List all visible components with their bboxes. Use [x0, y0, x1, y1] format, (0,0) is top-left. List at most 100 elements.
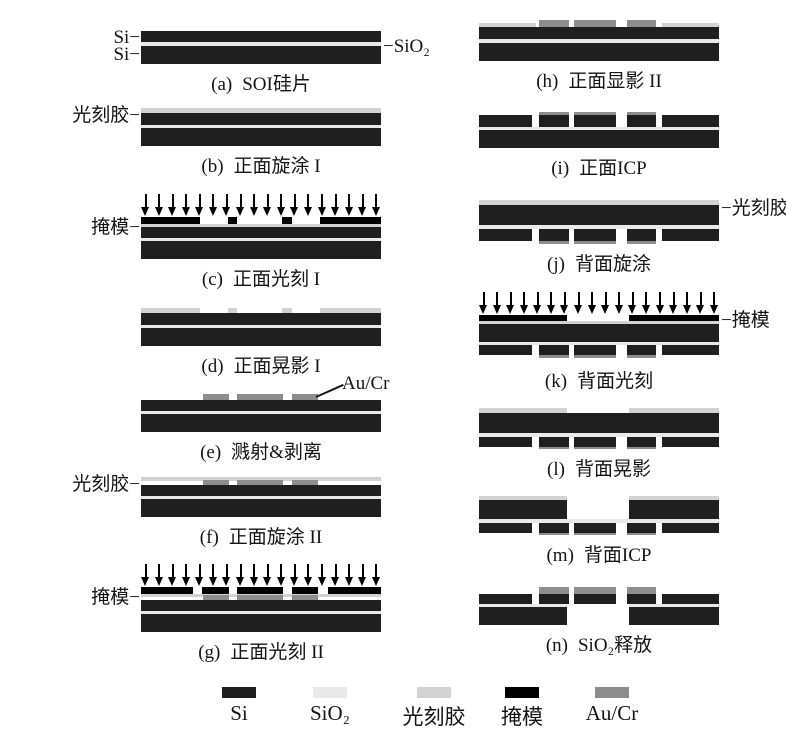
- layer-si: [574, 229, 616, 241]
- arrow-down-icon: [371, 564, 381, 586]
- arrow-down-icon: [492, 292, 502, 314]
- arrow-down-icon: [669, 292, 678, 314]
- layer-sio2: [141, 125, 381, 128]
- layer-si: [574, 115, 616, 127]
- arrow-down-icon: [601, 292, 610, 314]
- step-tag: (d): [201, 356, 224, 377]
- layer-sio2: [629, 604, 719, 607]
- layer-row: [141, 313, 381, 325]
- layer-si: [479, 413, 719, 433]
- layer-aucr: [203, 394, 229, 400]
- legend-item-resist: 光刻胶: [397, 687, 471, 731]
- layer-row: [479, 345, 719, 355]
- legend-item-sio2: SiO₂: [293, 687, 367, 726]
- arrow-down-icon: [519, 292, 529, 314]
- arrow-down-icon: [546, 292, 556, 314]
- arrow-down-icon: [168, 194, 177, 216]
- step-caption: (c)正面光刻 I: [141, 264, 381, 291]
- legend-swatch-mask: [505, 687, 539, 698]
- arrow-down-icon: [371, 194, 381, 216]
- layer-si: [539, 594, 569, 604]
- arrow-down-icon: [709, 292, 719, 314]
- layer-row: [479, 500, 719, 519]
- arrow-down-icon: [358, 564, 367, 586]
- layer-resist: [141, 308, 200, 313]
- step-label: 正面显影 II: [568, 71, 662, 92]
- layer-aucr: [574, 587, 616, 594]
- layer-si: [574, 523, 616, 533]
- step-caption: (n)SiO₂释放: [479, 630, 719, 657]
- layer-si: [627, 594, 656, 604]
- layer-row: [479, 604, 719, 607]
- layer-si: [479, 43, 719, 61]
- layer-si: [479, 607, 567, 625]
- step-n: (n)SiO₂释放: [479, 587, 719, 657]
- layer-row: [479, 241, 719, 244]
- layer-mask: [328, 587, 381, 594]
- uv-exposure-arrows: [141, 564, 381, 586]
- legend-label: SiO₂: [309, 701, 350, 725]
- layer-row: [479, 413, 719, 433]
- layer-row: [479, 112, 719, 115]
- step-label: 背面ICP: [583, 545, 652, 566]
- layer-si: [629, 500, 719, 519]
- layer-si: [141, 485, 381, 496]
- layer-resist: [479, 23, 536, 27]
- layer-aucr: [203, 595, 229, 600]
- arrow-down-icon: [317, 194, 327, 216]
- layer-aucr: [539, 587, 569, 594]
- layer-row: [479, 43, 719, 61]
- legend-label: Si: [230, 701, 248, 725]
- legend-swatch-sio2: [313, 687, 347, 698]
- layer-si: [539, 115, 569, 127]
- layer-label-resist-f: 光刻胶−: [72, 474, 140, 495]
- step-tag: (a): [211, 74, 233, 95]
- layer-sio2: [141, 325, 381, 328]
- layer-si: [479, 324, 719, 342]
- arrow-down-icon: [331, 564, 340, 586]
- layer-row: [479, 39, 719, 43]
- arrow-down-icon: [682, 292, 692, 314]
- layer-aucr: [574, 241, 616, 244]
- layer-si: [539, 229, 569, 241]
- layer-row: [141, 224, 381, 227]
- layer-label-aucr-e: Au/Cr: [342, 373, 390, 394]
- layer-row: [479, 408, 719, 413]
- layer-aucr: [539, 112, 569, 115]
- step-tag: (f): [199, 527, 219, 548]
- layer-si: [141, 414, 381, 432]
- layer-si: [479, 229, 532, 241]
- arrow-down-icon: [222, 564, 231, 586]
- layer-row: [479, 127, 719, 130]
- step-label: 背面晃影: [574, 459, 651, 480]
- layer-mask: [237, 587, 283, 594]
- layer-row: [141, 611, 381, 614]
- layer-si: [662, 229, 719, 241]
- layer-aucr: [627, 587, 656, 594]
- layer-sio2: [479, 433, 719, 437]
- arrow-down-icon: [263, 194, 272, 216]
- layer-aucr: [574, 533, 616, 535]
- layer-si: [539, 437, 569, 447]
- arrow-down-icon: [249, 564, 259, 586]
- layer-row: [479, 587, 719, 594]
- step-h: (h)正面显影 II: [479, 19, 719, 93]
- arrow-down-icon: [154, 194, 164, 216]
- layer-si: [574, 594, 616, 604]
- layer-si: [141, 313, 381, 325]
- arrow-down-icon: [195, 564, 204, 586]
- layer-row: [479, 523, 719, 533]
- uv-exposure-arrows: [141, 194, 381, 216]
- layer-resist: [479, 496, 567, 500]
- layer-row: [479, 342, 719, 345]
- arrow-down-icon: [181, 564, 191, 586]
- layer-row: [141, 46, 381, 64]
- layer-row: [141, 125, 381, 128]
- layer-mask: [141, 217, 200, 224]
- layer-row: [479, 324, 719, 342]
- arrow-down-icon: [290, 194, 299, 216]
- step-caption: (m)背面ICP: [479, 540, 719, 567]
- arrow-down-icon: [303, 194, 313, 216]
- step-caption: (j)背面旋涂: [479, 249, 719, 276]
